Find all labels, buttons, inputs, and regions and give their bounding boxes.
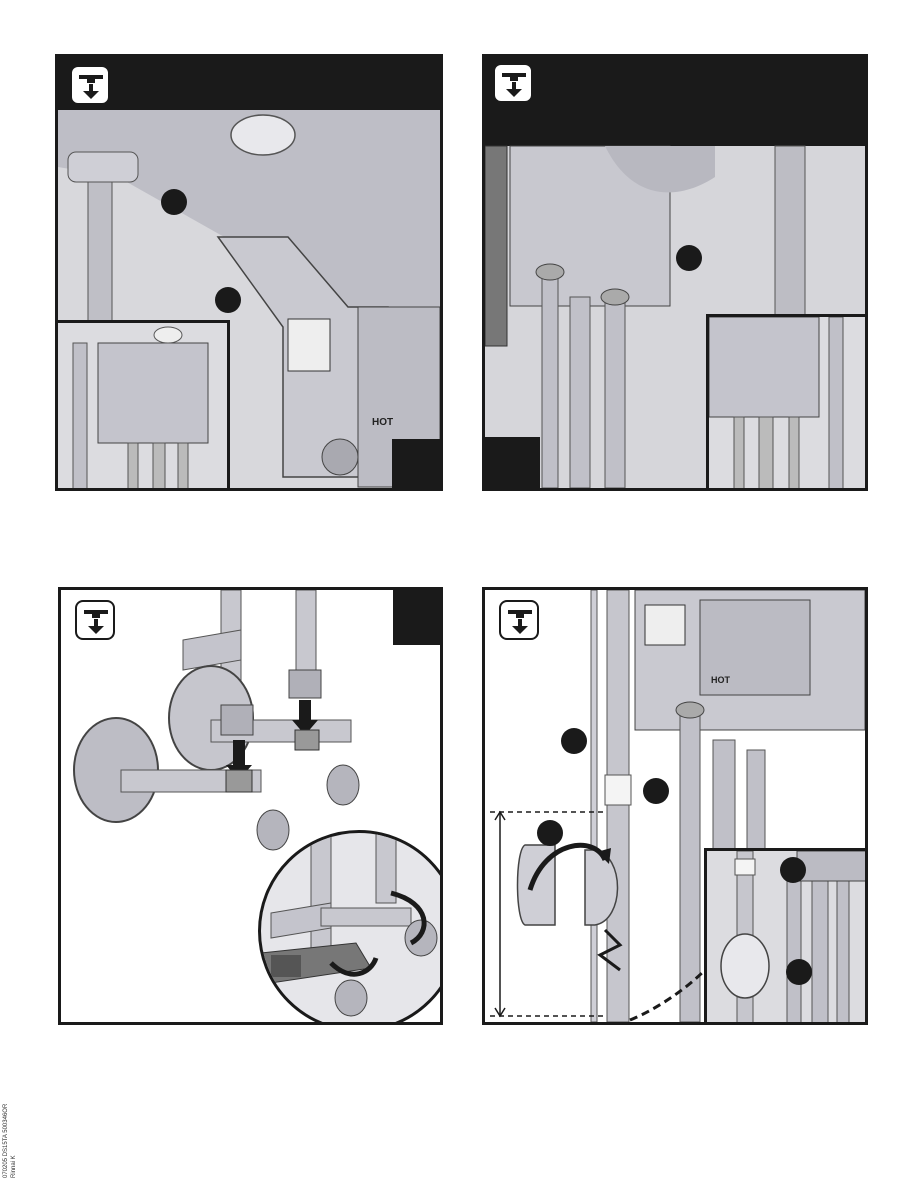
step-number-block <box>392 439 440 488</box>
callout-1 <box>676 245 702 271</box>
callout-inset-2 <box>786 959 812 985</box>
callout-2 <box>643 778 669 804</box>
step-panel-2 <box>482 54 868 491</box>
inset-overview <box>55 320 230 491</box>
step-number-block <box>485 437 540 488</box>
inset-connections <box>706 314 868 491</box>
step-panel-1: HOT <box>55 54 443 491</box>
callout-3 <box>537 820 563 846</box>
svg-text:HOT: HOT <box>711 675 731 685</box>
callout-1 <box>561 728 587 754</box>
step-panel-4: HOT <box>482 587 868 1025</box>
document-code-line-2: Rinnai K <box>10 1090 18 1178</box>
svg-text:HOT: HOT <box>372 417 393 428</box>
inset-ferrite-core <box>704 848 868 1025</box>
document-code: 070205 DS15TA 500346OR Rinnai K <box>2 1090 28 1178</box>
callout-1 <box>161 189 187 215</box>
callout-inset-1 <box>780 857 806 883</box>
document-code-line-1: 070205 DS15TA 500346OR <box>2 1090 10 1178</box>
callout-2 <box>215 287 241 313</box>
step-panel-3 <box>58 587 443 1025</box>
